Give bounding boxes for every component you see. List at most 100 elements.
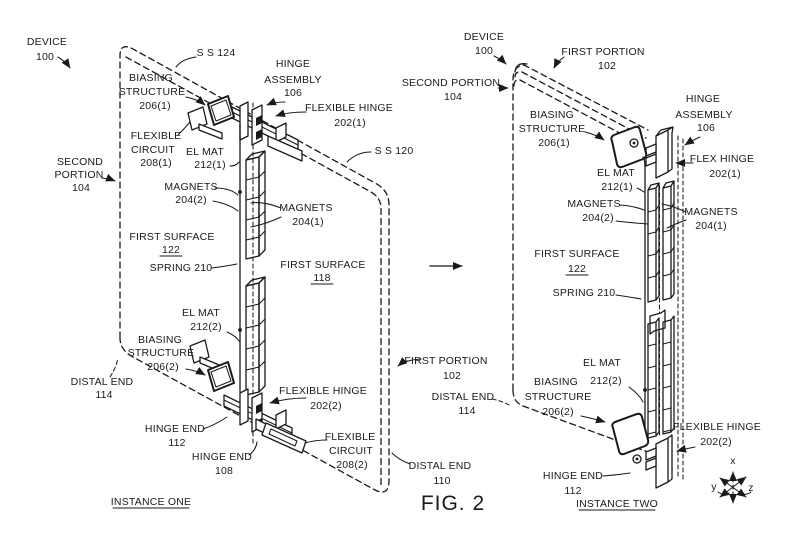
label-flexible-circuit-2: FLEXIBLE bbox=[325, 431, 376, 443]
label-ss124: S S 124 bbox=[197, 47, 236, 59]
z-axis-label: z bbox=[748, 482, 753, 494]
device-outline-folded-bottom bbox=[512, 389, 649, 453]
label-first-surface-122-right: FIRST SURFACE bbox=[534, 248, 619, 260]
label-device-num: 100 bbox=[36, 51, 54, 63]
svg-text:104: 104 bbox=[444, 91, 462, 103]
hinge-top-folded bbox=[610, 125, 674, 179]
el-mat-line-folded bbox=[642, 156, 646, 441]
svg-text:204(1): 204(1) bbox=[292, 216, 324, 228]
leader-lines-right bbox=[491, 54, 701, 477]
label-ss120: S S 120 bbox=[375, 145, 414, 157]
svg-text:102: 102 bbox=[443, 370, 461, 382]
flexible-circuit-1-flag bbox=[187, 106, 208, 131]
label-second-portion-right: SECOND PORTION bbox=[402, 77, 500, 89]
svg-text:204(2): 204(2) bbox=[582, 212, 614, 224]
svg-text:212(1): 212(1) bbox=[194, 159, 226, 171]
magnet-stack-lower bbox=[245, 276, 266, 396]
hinge-bottom-assembly bbox=[189, 339, 307, 454]
flexible-circuit-2-flag-left bbox=[189, 339, 210, 364]
x-axis-label: x bbox=[730, 455, 736, 467]
label-el-mat-1-right: EL MAT bbox=[597, 167, 635, 179]
spring-bead bbox=[238, 328, 242, 332]
label-second-portion: SECOND bbox=[57, 156, 103, 168]
label-hinge-end-108: HINGE END bbox=[192, 451, 252, 463]
magnet-columns-folded bbox=[647, 180, 675, 439]
label-distal-end-114-right: DISTAL END bbox=[432, 391, 495, 403]
label-first-surface-118: FIRST SURFACE bbox=[280, 259, 365, 271]
svg-text:102: 102 bbox=[598, 60, 616, 72]
instance-one-drawing bbox=[119, 46, 390, 493]
svg-text:PORTION: PORTION bbox=[54, 169, 103, 181]
svg-text:STRUCTURE: STRUCTURE bbox=[128, 347, 195, 359]
label-magnets-1: MAGNETS bbox=[279, 202, 332, 214]
svg-text:STRUCTURE: STRUCTURE bbox=[119, 86, 186, 98]
svg-text:212(2): 212(2) bbox=[590, 375, 622, 387]
labels-instance-one: DEVICE 100 S S 124 HINGE ASSEMBLY 106 BI… bbox=[27, 36, 487, 509]
svg-text:202(1): 202(1) bbox=[709, 168, 741, 180]
instance-two-drawing bbox=[512, 63, 684, 489]
spring-bead bbox=[238, 190, 242, 194]
coordinate-axes bbox=[717, 471, 752, 504]
svg-text:CIRCUIT: CIRCUIT bbox=[131, 144, 175, 156]
svg-text:118: 118 bbox=[313, 272, 330, 284]
svg-text:208(2): 208(2) bbox=[336, 459, 368, 471]
figure-caption: FIG. 2 bbox=[421, 492, 485, 515]
svg-text:212(2): 212(2) bbox=[190, 321, 222, 333]
label-distal-end-114: DISTAL END bbox=[71, 376, 134, 388]
svg-text:206(1): 206(1) bbox=[538, 137, 570, 149]
labels-instance-two: DEVICE 100 FIRST PORTION 102 SECOND PORT… bbox=[402, 31, 761, 511]
label-first-portion-left: FIRST PORTION bbox=[404, 355, 487, 367]
label-first-surface-122: FIRST SURFACE bbox=[129, 231, 214, 243]
svg-text:122: 122 bbox=[162, 244, 180, 256]
label-hinge-end-112: HINGE END bbox=[145, 423, 205, 435]
svg-text:202(2): 202(2) bbox=[700, 436, 732, 448]
svg-text:104: 104 bbox=[72, 182, 90, 194]
label-spring: SPRING 210 bbox=[150, 262, 213, 274]
label-el-mat-2: EL MAT bbox=[182, 307, 220, 319]
svg-text:110: 110 bbox=[433, 475, 450, 487]
label-biasing-structure-1-right: BIASING bbox=[530, 109, 574, 121]
label-el-mat-2-right: EL MAT bbox=[583, 357, 621, 369]
svg-text:122: 122 bbox=[568, 263, 586, 275]
label-magnets-2: MAGNETS bbox=[164, 181, 217, 193]
y-axis-label: y bbox=[711, 481, 717, 493]
label-el-mat-1: EL MAT bbox=[186, 146, 224, 158]
svg-text:100: 100 bbox=[475, 45, 493, 57]
hinge-bottom-folded bbox=[611, 412, 673, 489]
label-first-portion-right: FIRST PORTION bbox=[561, 46, 644, 58]
label-biasing-structure-2-right: BIASING bbox=[534, 376, 578, 388]
label-biasing-structure-1: BIASING bbox=[129, 72, 173, 84]
svg-text:114: 114 bbox=[458, 405, 475, 417]
label-flexible-hinge-2-right: FLEXIBLE HINGE bbox=[673, 421, 761, 433]
label-device-right: DEVICE bbox=[464, 31, 504, 43]
biasing-structure-2-folded bbox=[611, 412, 650, 456]
svg-text:208(1): 208(1) bbox=[140, 157, 172, 169]
svg-text:ASSEMBLY: ASSEMBLY bbox=[264, 74, 321, 86]
label-instance-two: INSTANCE TWO bbox=[576, 498, 658, 510]
svg-text:202(2): 202(2) bbox=[310, 400, 342, 412]
label-flexible-hinge-1: FLEXIBLE HINGE bbox=[305, 102, 393, 114]
svg-text:CIRCUIT: CIRCUIT bbox=[329, 445, 373, 457]
label-magnets-2-right: MAGNETS bbox=[567, 198, 620, 210]
spring-block bbox=[649, 309, 666, 335]
label-hinge-end-112-right: HINGE END bbox=[543, 470, 603, 482]
svg-text:206(2): 206(2) bbox=[147, 361, 179, 373]
svg-text:114: 114 bbox=[95, 389, 112, 401]
label-spring-right: SPRING 210 bbox=[553, 287, 616, 299]
magnet-stack-upper bbox=[245, 150, 266, 260]
svg-text:202(1): 202(1) bbox=[334, 117, 366, 129]
biasing-structure-1-folded bbox=[610, 125, 648, 169]
spine-corner-cap bbox=[514, 63, 528, 73]
label-biasing-structure-2: BIASING bbox=[138, 334, 182, 346]
leader-lines-left bbox=[57, 56, 422, 465]
biasing-structure-1-box bbox=[207, 95, 235, 126]
label-flexible-circuit-1: FLEXIBLE bbox=[131, 130, 182, 142]
label-magnets-1-right: MAGNETS bbox=[684, 206, 737, 218]
svg-text:STRUCTURE: STRUCTURE bbox=[519, 123, 586, 135]
svg-text:STRUCTURE: STRUCTURE bbox=[525, 391, 592, 403]
svg-text:204(2): 204(2) bbox=[175, 194, 207, 206]
label-flex-hinge: FLEX HINGE bbox=[690, 153, 754, 165]
label-instance-one: INSTANCE ONE bbox=[111, 496, 191, 508]
label-distal-end-110: DISTAL END bbox=[409, 460, 472, 472]
svg-text:206(2): 206(2) bbox=[542, 406, 574, 418]
